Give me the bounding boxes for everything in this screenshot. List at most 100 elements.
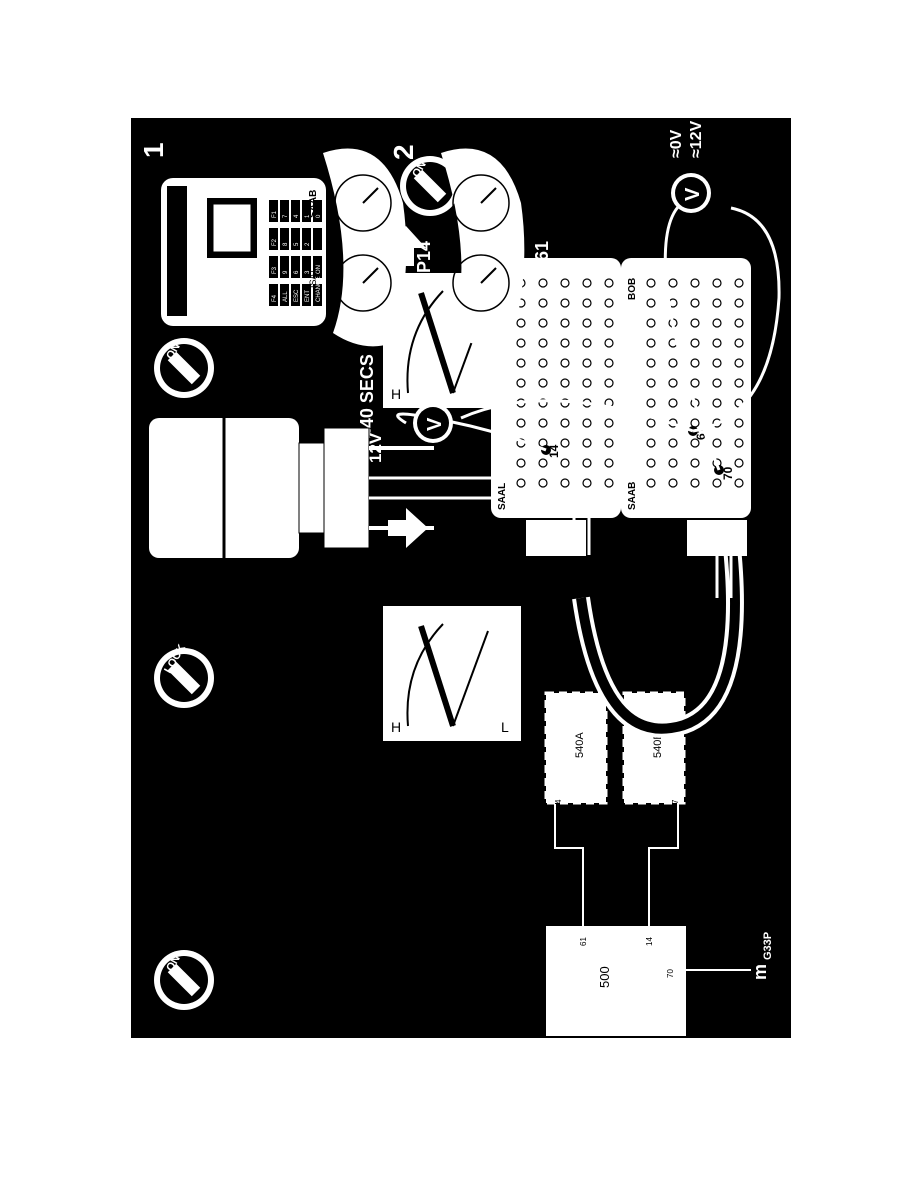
tester-key-label: F4: [272, 294, 278, 302]
bob-hole: [516, 418, 526, 428]
bob-hole: [690, 478, 700, 488]
tester-key: [269, 200, 278, 222]
meter2-12v-label: ≈12V: [688, 120, 705, 158]
tester-key-label: CHANGE: [316, 276, 322, 302]
tester-key: [302, 228, 311, 250]
tester-key: [313, 200, 322, 222]
tester-model: ISAT: [308, 268, 318, 288]
wiring-diagram: 1 2 3 ON ON LOCK ON F1F2F3F4789ALL456ESC…: [138, 120, 781, 1036]
bob1-side-label: SAAL: [497, 483, 508, 510]
meter1-12v-label: 12V: [366, 432, 385, 463]
tester-key-label: 2: [305, 242, 311, 246]
bob-hole: [712, 478, 722, 488]
bob-hole: [734, 378, 744, 388]
bob-hole: [582, 458, 592, 468]
bob-hole: [712, 438, 722, 448]
bob-hole: [516, 478, 526, 488]
bob-hole: [712, 378, 722, 388]
bob-hole: [668, 458, 678, 468]
bob-hole: [690, 438, 700, 448]
ignition-switch-step3-lock: LOCK: [154, 642, 214, 708]
tester-key: [291, 284, 300, 306]
tester-key-label: 8: [283, 242, 289, 246]
schematic: 540A 540B 4 7 500 61 14 70 m G33P: [544, 691, 774, 1036]
bob-hole: [604, 338, 614, 348]
bob-hole: [560, 318, 570, 328]
pin-70-label: 70: [721, 466, 735, 480]
bob-hole: [734, 458, 744, 468]
tester-key: [280, 228, 289, 250]
bob-hole: [582, 438, 592, 448]
bob-hole: [734, 478, 744, 488]
tester-key: [280, 256, 289, 278]
bob-hole: [668, 398, 678, 408]
instrument-cluster-p61: P61: [441, 148, 552, 347]
bob-hole: [734, 438, 744, 448]
bob-hole: [646, 398, 656, 408]
bob-hole: [560, 418, 570, 428]
bob-hole: [690, 338, 700, 348]
ignition-switch-step1: ON: [154, 338, 214, 398]
ground-label: G33P: [762, 932, 774, 960]
tester-key-label: ON: [316, 265, 322, 274]
bob-hole: [560, 278, 570, 288]
bob-hole: [560, 378, 570, 388]
bob-hole: [604, 378, 614, 388]
bob-hole: [690, 278, 700, 288]
bob-hole: [538, 318, 548, 328]
bob-hole: [712, 318, 722, 328]
bob-hole: [646, 358, 656, 368]
ignition-switch-on-top: ON: [154, 950, 214, 1010]
bob-hole: [582, 338, 592, 348]
tester-key-label: ALL: [283, 291, 289, 302]
ecu-pin-70: 70: [666, 969, 675, 978]
bob-hole: [734, 318, 744, 328]
bob-hole: [712, 338, 722, 348]
bob-hole: [604, 478, 614, 488]
diagnostic-module: [149, 418, 589, 558]
tester-key: [313, 256, 322, 278]
bob-hole: [668, 358, 678, 368]
bob-hole: [734, 338, 744, 348]
bob-hole: [538, 358, 548, 368]
breakout-box-2: BOB SAAB: [621, 258, 751, 518]
bob-hole: [604, 298, 614, 308]
bob-hole: [646, 298, 656, 308]
gauge-high-label: H: [391, 719, 401, 735]
bob-hole: [582, 298, 592, 308]
bob-hole: [582, 278, 592, 288]
bob-hole: [668, 278, 678, 288]
tester-key: [313, 228, 322, 250]
bob-hole: [668, 378, 678, 388]
tester-key-label: 3: [305, 270, 311, 274]
bob-hole: [582, 378, 592, 388]
bob-hole: [516, 338, 526, 348]
bob-hole: [734, 298, 744, 308]
pin-b-label: 7: [671, 799, 680, 804]
gauge-low-label: L: [501, 719, 509, 735]
box-540b-label: 540B: [652, 732, 664, 758]
tester-key-label: ENT: [305, 290, 311, 302]
instrument-cluster-p14: P14: [323, 148, 434, 347]
tester-key: [302, 256, 311, 278]
bob-hole: [560, 298, 570, 308]
ecu-pin-14: 14: [645, 937, 654, 946]
pin-a-label: 4: [554, 799, 563, 804]
bob-hole: [646, 318, 656, 328]
gauge-high-label: H: [391, 386, 401, 402]
bob-hole: [734, 418, 744, 428]
tester-key-label: 5: [294, 242, 300, 246]
gauge-after: H L: [383, 606, 521, 741]
meter1-0v-label: 0V: [345, 442, 364, 463]
bob-hole: [582, 478, 592, 488]
bob-hole: [604, 458, 614, 468]
diagram-panel: 1 2 3 ON ON LOCK ON F1F2F3F4789ALL456ESC…: [131, 118, 791, 1038]
tester-key: [291, 256, 300, 278]
bob-hole: [646, 338, 656, 348]
connector-1: [526, 520, 586, 556]
tester-key-label: F1: [272, 210, 278, 218]
bob-hole: [690, 458, 700, 468]
bob-hole: [538, 418, 548, 428]
